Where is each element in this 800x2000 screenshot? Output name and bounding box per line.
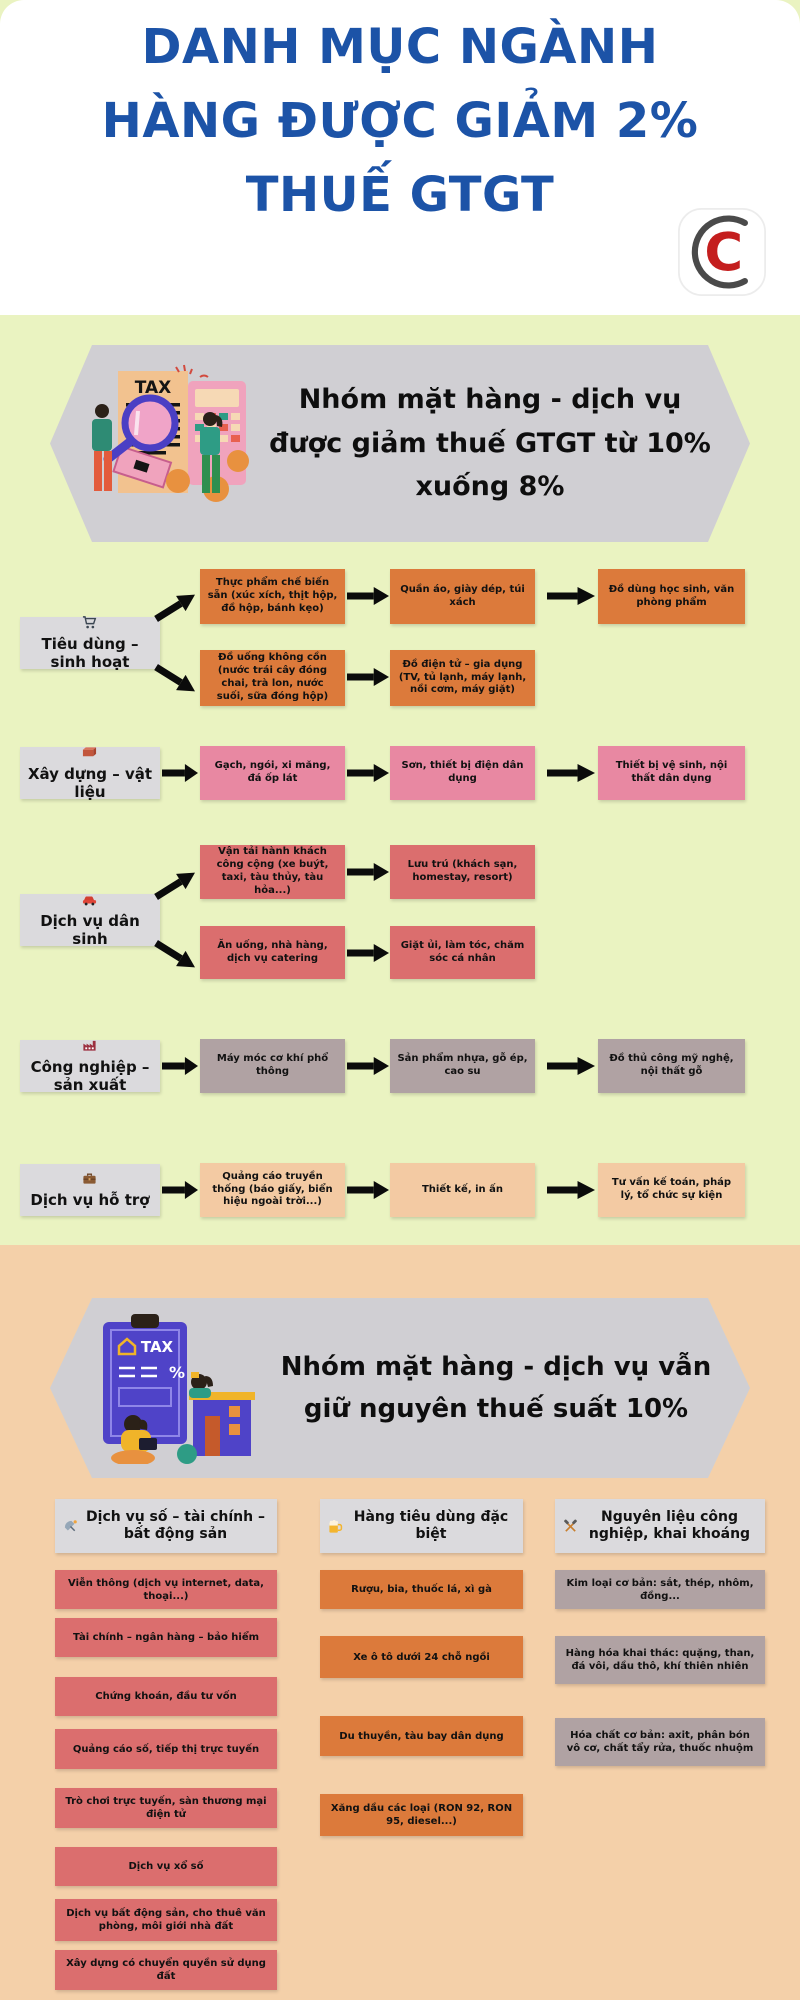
flow-arrow-icon [547,1181,595,1199]
flow-box: Đồ điện tử – gia dụng (TV, tủ lạnh, máy … [390,650,535,706]
flow-arrow-icon [547,587,595,605]
list-item: Tài chính – ngân hàng – bảo hiểm [55,1618,277,1657]
category-xay-dung-vat-lieu: Xây dựng – vật liệu [20,745,160,801]
flow-arrow-icon [162,1057,198,1075]
flow-arrow-icon [347,587,389,605]
flow-box: Gạch, ngói, xi măng, đá ốp lát [200,746,345,800]
list-item: Quảng cáo số, tiếp thị trực tuyến [55,1729,277,1769]
flow-box: Thiết bị vệ sinh, nội thất dân dụng [598,746,745,800]
list-item: Kim loại cơ bản: sắt, thép, nhôm, đồng..… [555,1570,765,1609]
list-item: Dịch vụ xổ số [55,1847,277,1886]
pick-hammer-icon [563,1519,578,1534]
flow-arrow-icon [547,764,595,782]
list-item: Xăng dầu các loại (RON 92, RON 95, diese… [320,1794,523,1836]
list-item: Trò chơi trực tuyến, sàn thương mại điện… [55,1788,277,1828]
list-item: Du thuyền, tàu bay dân dụng [320,1716,523,1756]
column-header-label: Nguyên liệu công nghiệp, khai khoáng [588,1508,751,1543]
flow-box: Sản phẩm nhựa, gỗ ép, cao su [390,1039,535,1093]
tax-audit-illustration: TAX [92,364,249,502]
flow-box: Ăn uống, nhà hàng, dịch vụ catering [200,926,345,979]
column-header-hang-tieu-dung: Hàng tiêu dùng đặc biệt [320,1499,523,1553]
briefcase-icon [82,1171,97,1186]
flow-arrow-icon [151,659,200,699]
flow-box: Đồ dùng học sinh, văn phòng phẩm [598,569,745,624]
flow-arrow-icon [347,668,389,686]
illustration-tax-label: TAX [135,378,172,398]
column-header-dich-vu-so: Dịch vụ số – tài chính – bất động sản [55,1499,277,1553]
category-label: Xây dựng – vật liệu [27,765,153,801]
column-header-label: Dịch vụ số – tài chính – bất động sản [86,1508,265,1543]
factory-icon [82,1038,97,1053]
car-icon [82,892,97,907]
flow-arrow-icon [347,1057,389,1075]
section2-banner-title: Nhóm mặt hàng - dịch vụ vẫn giữ nguyên t… [280,1351,712,1424]
list-item: Dịch vụ bất động sản, cho thuê văn phòng… [55,1899,277,1941]
flow-box: Vận tải hành khách công cộng (xe buýt, t… [200,845,345,899]
flow-arrow-icon [151,865,200,905]
category-label: Dịch vụ dân sinh [40,912,140,948]
illustration-tax-label: TAX [141,1338,174,1356]
column-header-nguyen-lieu: Nguyên liệu công nghiệp, khai khoáng [555,1499,765,1553]
flow-arrow-icon [347,764,389,782]
category-dich-vu-ho-tro: Dịch vụ hỗ trợ [20,1164,160,1216]
page-title-line1: DANH MỤC NGÀNH [141,19,659,75]
flow-box: Tư vấn kế toán, pháp lý, tổ chức sự kiện [598,1163,745,1217]
page-title: DANH MỤC NGÀNH HÀNG ĐƯỢC GIẢM 2% THUẾ GT… [0,10,800,232]
flow-arrow-icon [151,935,200,975]
list-item: Chứng khoán, đầu tư vốn [55,1677,277,1716]
list-item: Xây dựng có chuyển quyền sử dụng đất [55,1950,277,1990]
flow-box: Đồ uống không cồn (nước trái cây đóng ch… [200,650,345,706]
category-label: Tiêu dùng – sinh hoạt [41,635,139,671]
flow-box: Quảng cáo truyền thống (báo giấy, biển h… [200,1163,345,1217]
flow-arrow-icon [151,587,200,627]
category-cong-nghiep-san-xuat: Công nghiệp – sản xuất [20,1038,160,1094]
flow-box: Thiết kế, in ấn [390,1163,535,1217]
tax-keep-illustration: TAX % [103,1314,255,1464]
flow-box: Thực phẩm chế biến sẵn (xúc xích, thịt h… [200,569,345,624]
satellite-icon [63,1519,78,1534]
brand-logo: C [678,208,766,296]
column-header-label: Hàng tiêu dùng đặc biệt [353,1508,509,1543]
flow-arrow-icon [347,863,389,881]
flow-arrow-icon [547,1057,595,1075]
flow-box: Máy móc cơ khí phổ thông [200,1039,345,1093]
category-dich-vu-dan-sinh: Dịch vụ dân sinh [20,892,160,948]
category-label: Công nghiệp – sản xuất [30,1058,150,1094]
page-title-line3: THUẾ GTGT [245,167,555,223]
section1-banner-title: Nhóm mặt hàng - dịch vụ được giảm thuế G… [269,383,711,503]
flow-box: Giặt ủi, làm tóc, chăm sóc cá nhân [390,926,535,979]
beer-icon [328,1519,343,1534]
flow-arrow-icon [347,944,389,962]
cart-icon [82,615,97,630]
list-item: Rượu, bia, thuốc lá, xì gà [320,1570,523,1609]
flow-box: Lưu trú (khách sạn, homestay, resort) [390,845,535,899]
title-block: DANH MỤC NGÀNH HÀNG ĐƯỢC GIẢM 2% THUẾ GT… [0,0,800,315]
brick-icon [82,745,97,760]
flow-box: Quần áo, giày dép, túi xách [390,569,535,624]
logo-letter: C [704,222,743,283]
flow-arrow-icon [347,1181,389,1199]
list-item: Viễn thông (dịch vụ internet, data, thoạ… [55,1570,277,1609]
svg-text:%: % [169,1363,185,1382]
category-tieu-dung-sinh-hoat: Tiêu dùng – sinh hoạt [20,615,160,671]
category-label: Dịch vụ hỗ trợ [30,1191,150,1209]
flow-arrow-icon [162,1181,198,1199]
page-title-line2: HÀNG ĐƯỢC GIẢM 2% [101,93,699,149]
list-item: Hàng hóa khai thác: quặng, than, đá vôi,… [555,1636,765,1684]
flow-arrow-icon [162,764,198,782]
list-item: Xe ô tô dưới 24 chỗ ngồi [320,1636,523,1678]
section1-banner: TAX [50,345,750,542]
list-item: Hóa chất cơ bản: axit, phân bón vô cơ, c… [555,1718,765,1766]
flow-box: Đồ thủ công mỹ nghệ, nội thất gỗ [598,1039,745,1093]
c-logo-icon: C [678,208,766,296]
section2-banner: TAX % Nhóm mặt hàng - dịch vụ vẫn giữ ng… [50,1298,750,1478]
flow-box: Sơn, thiết bị điện dân dụng [390,746,535,800]
